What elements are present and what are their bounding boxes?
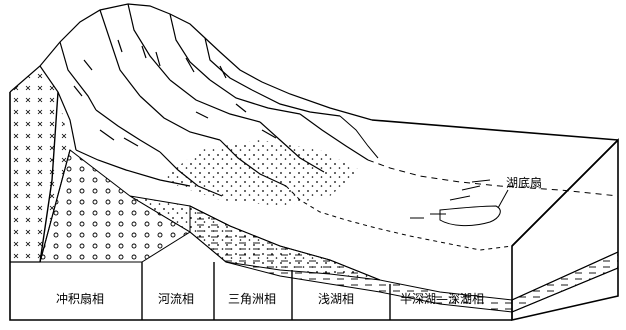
sublacustrine-fan-label: 湖底扇 <box>506 176 542 190</box>
facies-label-deep-lake: 半深湖—深湖相 <box>400 292 484 306</box>
facies-label-delta: 三角洲相 <box>228 292 276 306</box>
facies-label-fluvial: 河流相 <box>158 292 194 306</box>
sublacustrine-fan <box>410 180 500 226</box>
floodplain-dots <box>160 140 360 206</box>
facies-label-alluvial-fan: 冲积扇相 <box>56 292 104 306</box>
annotation-leader <box>498 190 508 208</box>
facies-label-shallow-lake: 浅湖相 <box>318 292 354 306</box>
